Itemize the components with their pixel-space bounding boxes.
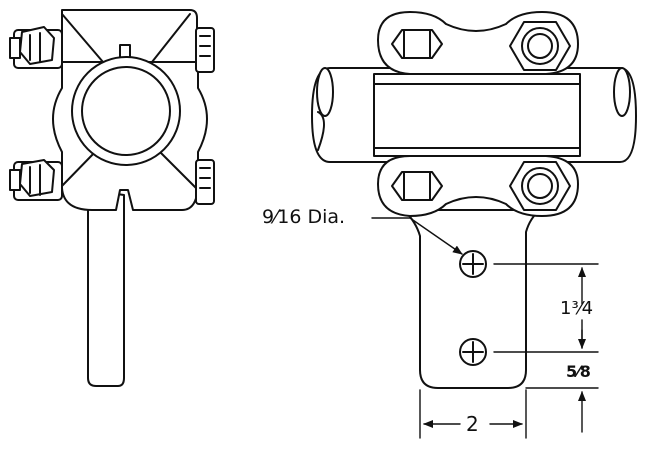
- tab-width-label: 2: [466, 412, 479, 436]
- side-view-bolt-upper-left: [9, 26, 63, 69]
- clamp-side-view: [9, 9, 215, 387]
- dimension-lines: [371, 217, 599, 439]
- front-view-hole-upper: [459, 250, 487, 278]
- hole-spacing-label: 1³⁄4: [560, 298, 594, 319]
- side-view-bolt-lower-left: [9, 159, 63, 201]
- clamp-front-view: [311, 11, 637, 389]
- side-view-bolt-upper-right: [195, 27, 215, 73]
- edge-distance-label: 5⁄8: [566, 362, 591, 381]
- front-view-hole-lower: [459, 338, 487, 366]
- front-view-bolt-upper-left: [391, 29, 443, 59]
- side-view-tab: [87, 189, 125, 387]
- front-view-nut-lower-right: [509, 161, 571, 211]
- side-view-bolt-lower-right: [195, 159, 215, 205]
- front-view-bolt-lower-left: [391, 171, 443, 201]
- front-view-nut-upper-right: [509, 21, 571, 71]
- front-view-tab: [403, 209, 541, 389]
- hole-dia-leader: [371, 217, 463, 255]
- hole-dia-label: 9⁄16 Dia.: [262, 206, 346, 228]
